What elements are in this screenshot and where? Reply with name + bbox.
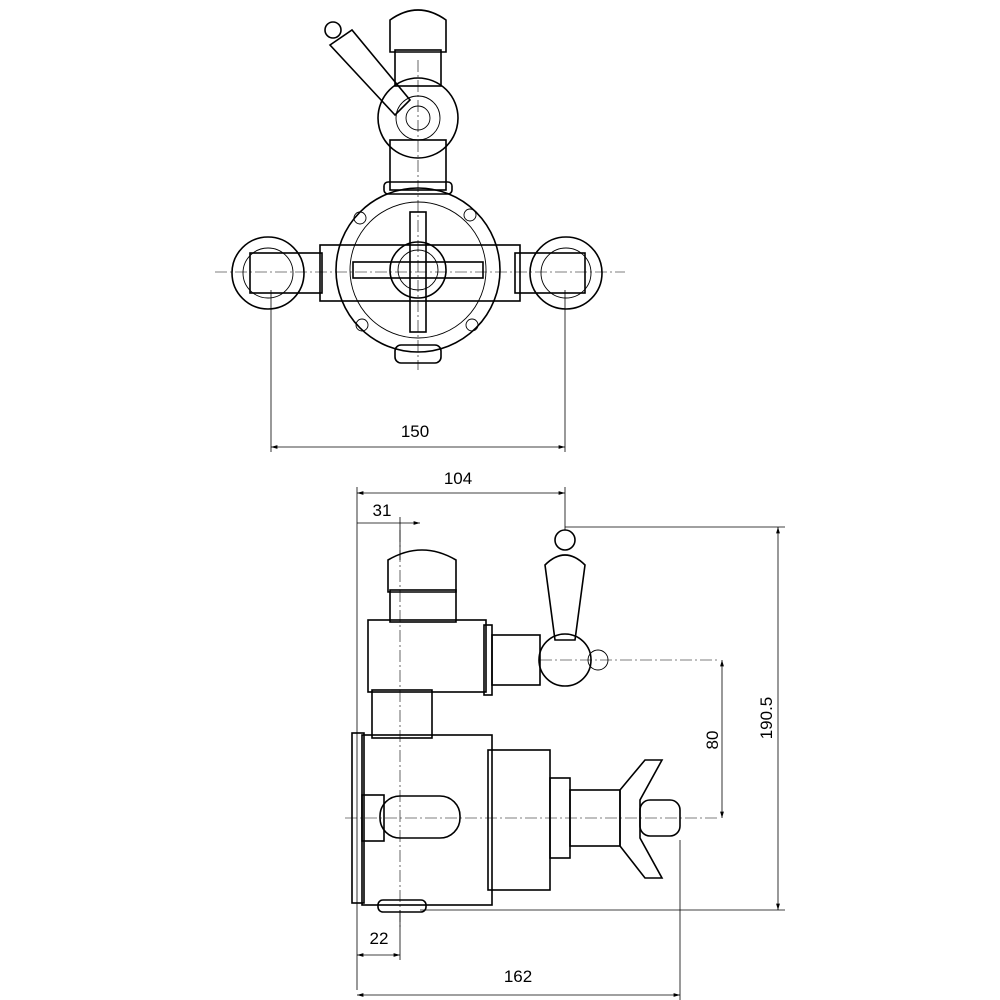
dim-162-label: 162: [504, 967, 532, 986]
dim-80-label: 80: [703, 731, 722, 750]
side-view: [345, 529, 720, 930]
dimension-162: 162: [357, 840, 681, 1000]
dim-22-label: 22: [370, 929, 389, 948]
dim-150-label: 150: [401, 422, 429, 441]
front-view: [215, 9, 625, 370]
dimension-190-5: 190.5: [420, 526, 785, 911]
dimension-80: 80: [703, 660, 724, 818]
dimension-104: 104: [356, 469, 566, 990]
dim-104-label: 104: [444, 469, 472, 488]
dimension-31: 31: [357, 501, 420, 560]
dim-31-label: 31: [373, 501, 392, 520]
dimension-22: 22: [357, 910, 401, 960]
dim-190-5-label: 190.5: [757, 697, 776, 740]
dimension-150: 150: [270, 290, 566, 452]
